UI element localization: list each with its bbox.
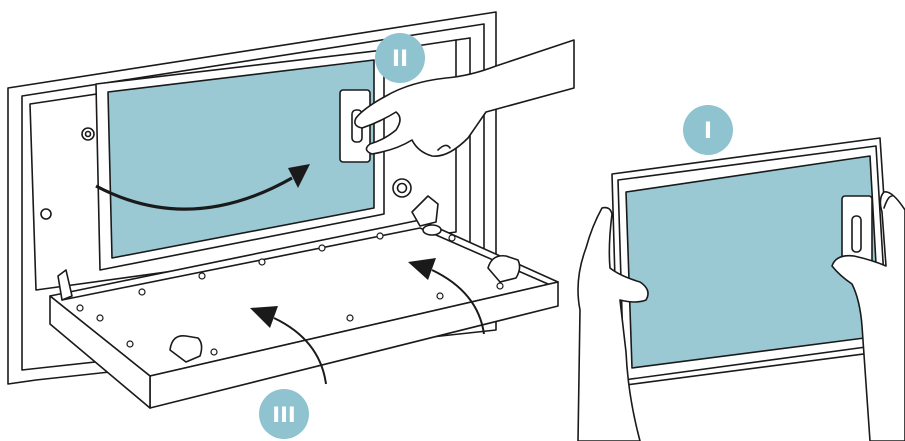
step-label-I: I <box>704 119 712 144</box>
step-badge-I: I <box>683 105 733 155</box>
step-badge-II: II <box>375 33 425 83</box>
appliance-assembly <box>8 12 558 408</box>
hole-left <box>41 209 51 219</box>
panel-handle <box>852 216 861 252</box>
step-label-III: III <box>272 403 295 427</box>
step-badge-III: III <box>259 389 309 439</box>
step-label-II: II <box>392 47 408 72</box>
